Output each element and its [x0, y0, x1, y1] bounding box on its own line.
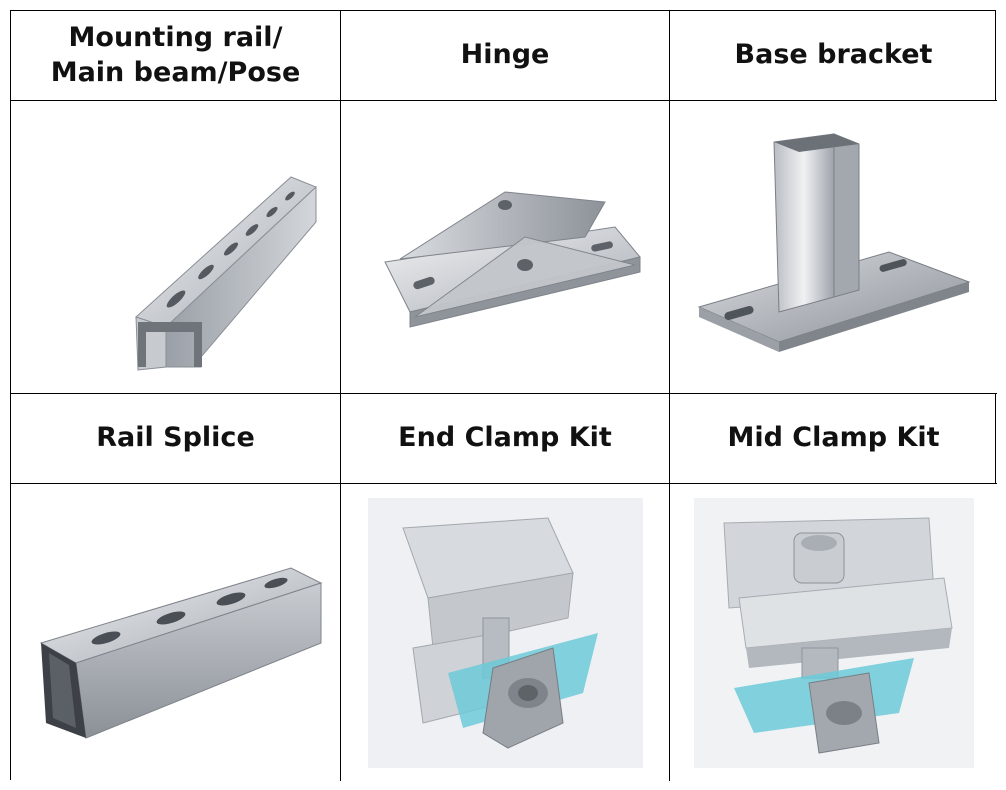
- image-cell-mid-clamp-kit: [670, 484, 997, 781]
- header-base-bracket: Base bracket: [670, 11, 997, 101]
- image-cell-hinge: [341, 101, 670, 394]
- base-bracket-icon: [697, 133, 971, 352]
- header-mounting-rail-line2: Main beam/Pose: [50, 56, 301, 88]
- image-cell-base-bracket: [670, 101, 997, 394]
- product-table: Mounting rail/ Main beam/Pose Hinge Base…: [10, 10, 997, 781]
- header-end-clamp-kit: End Clamp Kit: [341, 394, 670, 484]
- rail-splice-icon: [39, 566, 322, 739]
- header-rail-splice-label: Rail Splice: [96, 422, 255, 454]
- image-cell-end-clamp-kit: [341, 484, 670, 781]
- header-mounting-rail: Mounting rail/ Main beam/Pose: [11, 11, 341, 101]
- mid-clamp-kit-icon: [693, 497, 974, 768]
- header-mid-clamp-kit: Mid Clamp Kit: [670, 394, 997, 484]
- header-mounting-rail-line1: Mounting rail/: [68, 21, 283, 53]
- header-base-bracket-label: Base bracket: [734, 39, 933, 71]
- header-end-clamp-kit-label: End Clamp Kit: [398, 422, 612, 454]
- header-rail-splice: Rail Splice: [11, 394, 341, 484]
- image-cell-mounting-rail: [11, 101, 341, 394]
- hinge-icon: [384, 191, 641, 328]
- image-cell-rail-splice: [11, 484, 341, 781]
- end-clamp-kit-icon: [367, 497, 643, 768]
- header-hinge-label: Hinge: [460, 39, 550, 71]
- header-hinge: Hinge: [341, 11, 670, 101]
- mounting-rail-icon: [134, 176, 317, 371]
- header-mid-clamp-kit-label: Mid Clamp Kit: [727, 422, 940, 454]
